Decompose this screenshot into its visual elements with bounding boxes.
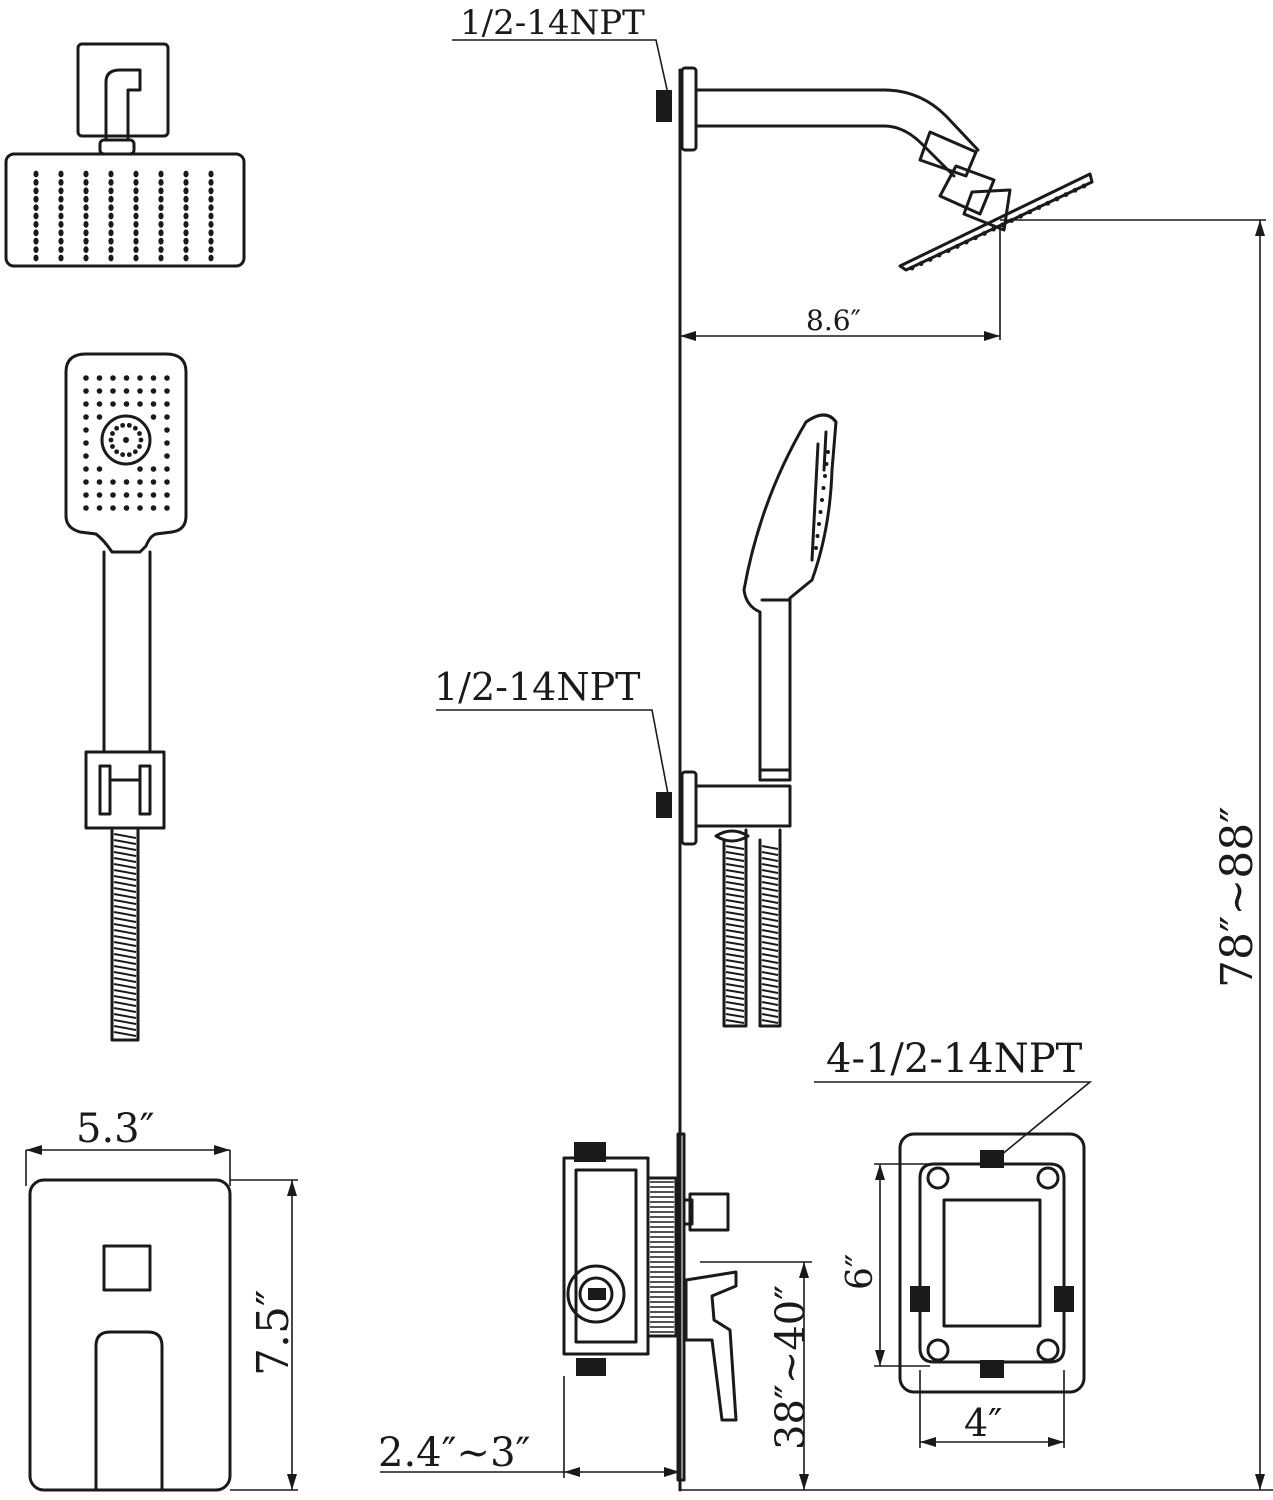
npt-box-leader (814, 1081, 1093, 1157)
plate-height-label: 7.5″ (248, 1290, 299, 1376)
valve-body-front-view (898, 1132, 1086, 1394)
trim-plate-icon (28, 1178, 232, 1492)
npt-mid-leader (436, 709, 669, 795)
npt-top-label: 1/2-14NPT (460, 3, 645, 43)
rain-shower-head-icon (4, 42, 246, 268)
box-width-label: 4″ (964, 1401, 1002, 1445)
hand-shower-icon (64, 352, 188, 1042)
total-height-label: 78″~88″ (1212, 806, 1263, 988)
box-height-dimension (874, 1163, 930, 1367)
box-height-label: 6″ (840, 1254, 881, 1290)
npt-top-leader (452, 39, 669, 95)
wall-depth-dimension (380, 1376, 680, 1478)
arm-length-label: 8.6″ (806, 304, 861, 337)
plate-height-dimension (230, 1179, 298, 1491)
plate-width-label: 5.3″ (76, 1106, 155, 1152)
hand-shower-side-view (656, 413, 838, 1028)
arm-length-dimension (680, 226, 1001, 341)
valve-side-view (562, 1132, 738, 1482)
box-width-dimension (919, 1370, 1065, 1448)
npt-mid-label: 1/2-14NPT (434, 665, 641, 709)
npt-box-label: 4-1/2-14NPT (826, 1036, 1083, 1082)
valve-height-dimension (680, 1261, 1273, 1491)
wall-depth-label: 2.4″~3″ (378, 1430, 530, 1476)
shower-arm-side-view (656, 66, 1094, 272)
valve-height-label: 38″~40″ (768, 1285, 814, 1450)
total-height-dimension (1000, 219, 1266, 1490)
